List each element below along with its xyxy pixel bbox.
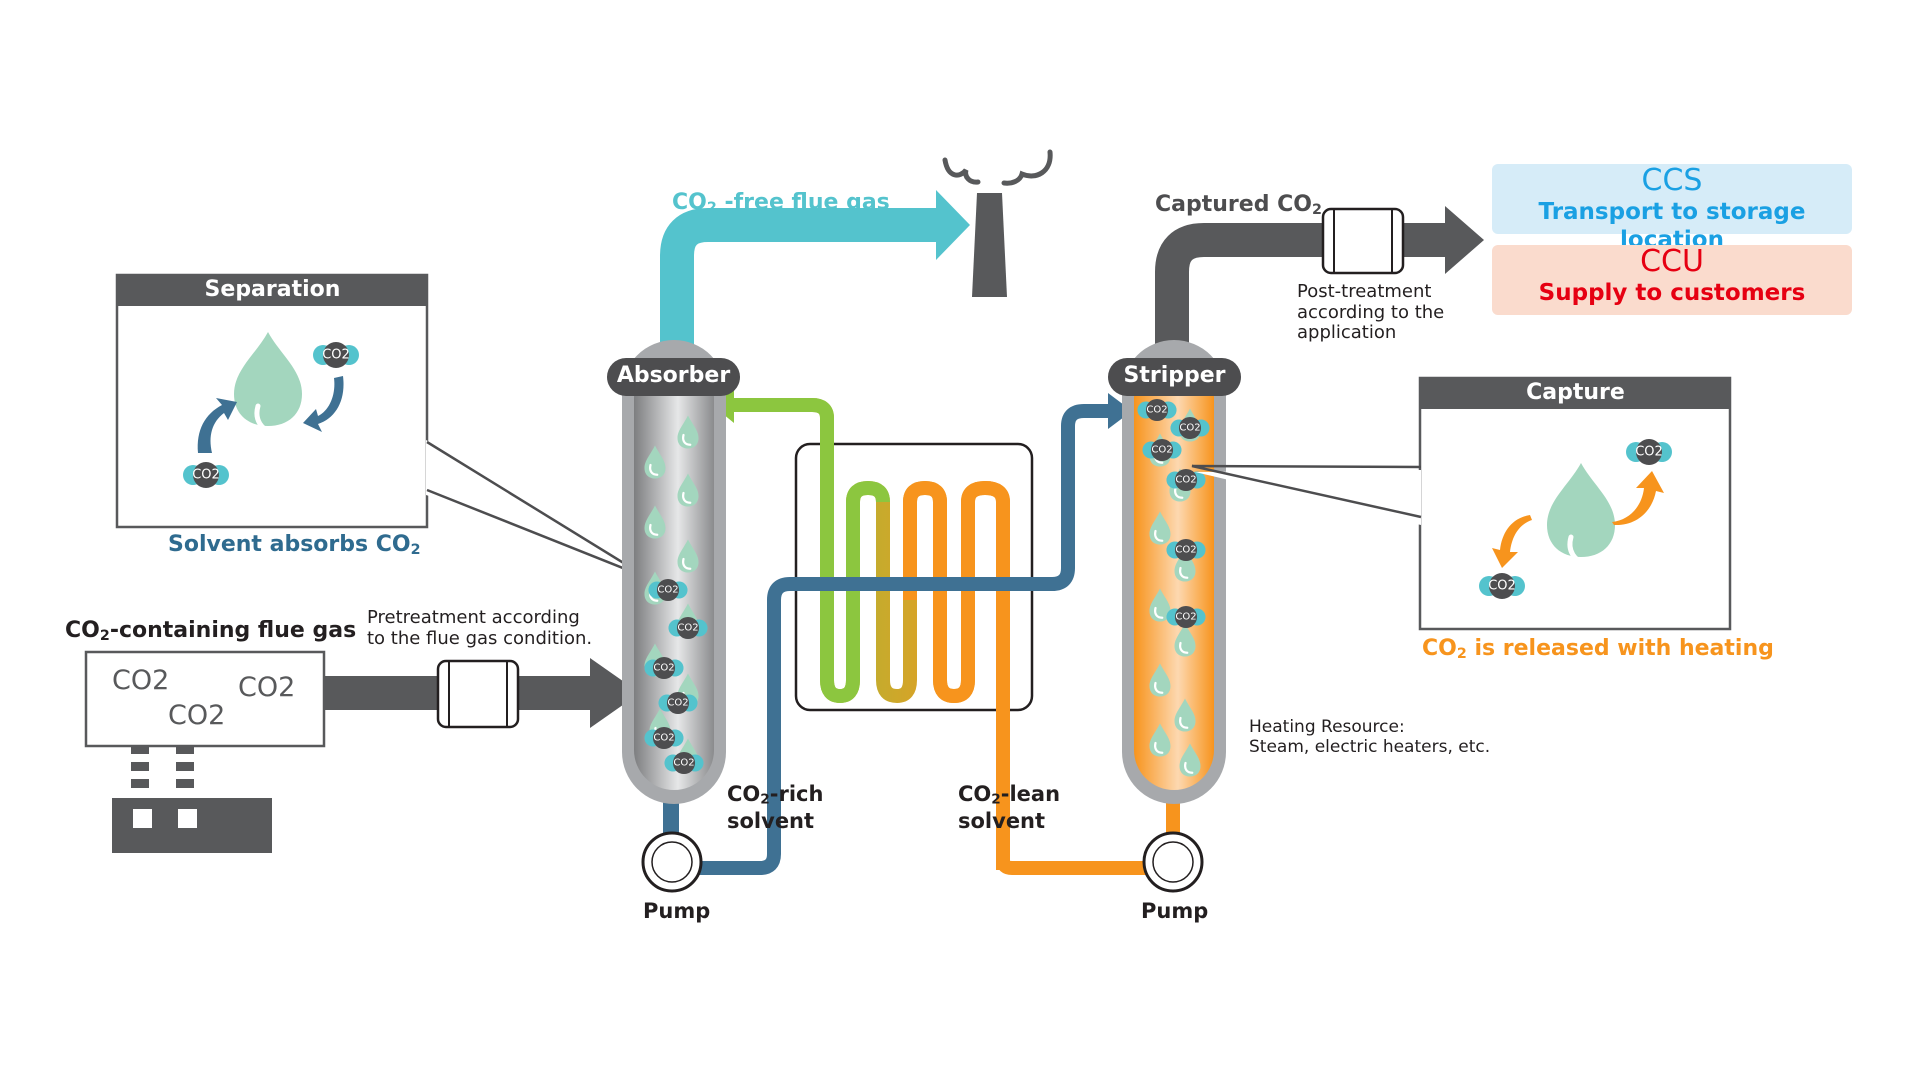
co2-molecule-label: CO2 xyxy=(653,733,674,744)
chimney-icon xyxy=(942,149,1053,297)
post-treatment-line1: Post-treatment xyxy=(1297,281,1432,302)
stripper-pump-label: Pump xyxy=(1141,899,1209,923)
flue-gas-inlet-arrow xyxy=(324,658,640,729)
absorber-label: Absorber xyxy=(616,363,731,388)
pretreatment-line2: to the flue gas condition. xyxy=(367,627,593,649)
post-treatment-label: Post-treatment according to the applicat… xyxy=(1297,281,1445,344)
heat-exchanger xyxy=(663,387,1160,875)
flue-gas-box xyxy=(84,650,326,748)
factory-window xyxy=(178,809,197,828)
release-arrow-icon xyxy=(1612,471,1664,526)
co2-molecule-label: CO2 xyxy=(1179,423,1200,434)
absorber-label-badge xyxy=(607,358,740,396)
heating-line1: Heating Resource: xyxy=(1249,717,1405,737)
flue-gas-source xyxy=(84,650,326,853)
absorb-arrow-icon xyxy=(303,376,344,432)
separation-caption: Solvent absorbs CO2 xyxy=(168,532,421,558)
stripper-label-badge xyxy=(1108,358,1241,396)
post-treatment-unit xyxy=(1321,207,1405,275)
co2-text: CO2 xyxy=(112,665,170,696)
co2-molecule-label: CO2 xyxy=(657,585,678,596)
co2-molecule-label: CO2 xyxy=(1146,405,1167,416)
absorber-pump-label: Pump xyxy=(643,899,711,923)
co2-molecule-label: CO2 xyxy=(1175,475,1196,486)
co2-molecule-label: CO2 xyxy=(1488,579,1516,594)
absorber-pump xyxy=(641,831,703,893)
co2-text: CO2 xyxy=(168,700,226,731)
flue-gas-source-title: CO2-containing flue gas xyxy=(65,618,357,644)
separation-panel xyxy=(115,273,680,580)
pretreatment-unit xyxy=(436,659,520,729)
capture-panel-title: Capture xyxy=(1420,377,1731,409)
post-treatment-line2: according to the xyxy=(1297,301,1445,323)
ccu-destination: CCU Supply to customers xyxy=(1492,245,1852,315)
co2-free-flue-gas-arrow xyxy=(660,190,970,345)
solvent-drop-icon xyxy=(234,332,302,426)
co2-molecule-label: CO2 xyxy=(673,758,694,769)
ccu-subtitle: Supply to customers xyxy=(1538,280,1806,306)
co2-molecule-label: CO2 xyxy=(1151,445,1172,456)
co2-molecule-label: CO2 xyxy=(322,348,350,363)
co2-molecule-label: CO2 xyxy=(1175,612,1196,623)
heating-resource-label: Heating Resource: Steam, electric heater… xyxy=(1249,717,1491,757)
captured-co2-arrow xyxy=(1155,206,1484,345)
co2-text: CO2 xyxy=(238,672,296,703)
co2-molecule-label: CO2 xyxy=(667,698,688,709)
stripper-pump xyxy=(1142,831,1204,893)
co2-molecule-label: CO2 xyxy=(1175,545,1196,556)
factory-window xyxy=(133,809,152,828)
co2-molecule-label: CO2 xyxy=(192,468,220,483)
stripper-label: Stripper xyxy=(1123,363,1226,388)
co2-lean-solvent-label: CO2-lean solvent xyxy=(958,782,1061,833)
co2-free-flue-gas-label: CO2 -free flue gas xyxy=(672,190,890,216)
co2-rich-solvent-label: CO2-rich solvent xyxy=(727,782,824,833)
co2-molecule-label: CO2 xyxy=(1635,445,1663,460)
co2-molecule-label: CO2 xyxy=(677,623,698,634)
ccs-title: CCS xyxy=(1641,163,1703,198)
post-treatment-line3: application xyxy=(1297,322,1397,344)
release-arrow-icon xyxy=(1492,515,1532,568)
captured-co2-label: Captured CO2 xyxy=(1155,192,1322,218)
separation-panel-title: Separation xyxy=(117,274,428,306)
heating-line2: Steam, electric heaters, etc. xyxy=(1249,736,1491,757)
pretreatment-line1: Pretreatment according xyxy=(367,607,580,628)
ccs-destination: CCS Transport to storage location xyxy=(1492,163,1852,253)
capture-panel xyxy=(1191,376,1732,631)
chimney-dashes xyxy=(131,746,194,788)
solvent-drop-icon xyxy=(1547,463,1615,557)
ccu-title: CCU xyxy=(1640,244,1704,279)
absorb-arrow-icon xyxy=(197,398,237,453)
pretreatment-label: Pretreatment according to the flue gas c… xyxy=(367,607,593,649)
co2-molecule-label: CO2 xyxy=(653,663,674,674)
capture-caption: CO2 is released with heating xyxy=(1422,636,1774,662)
